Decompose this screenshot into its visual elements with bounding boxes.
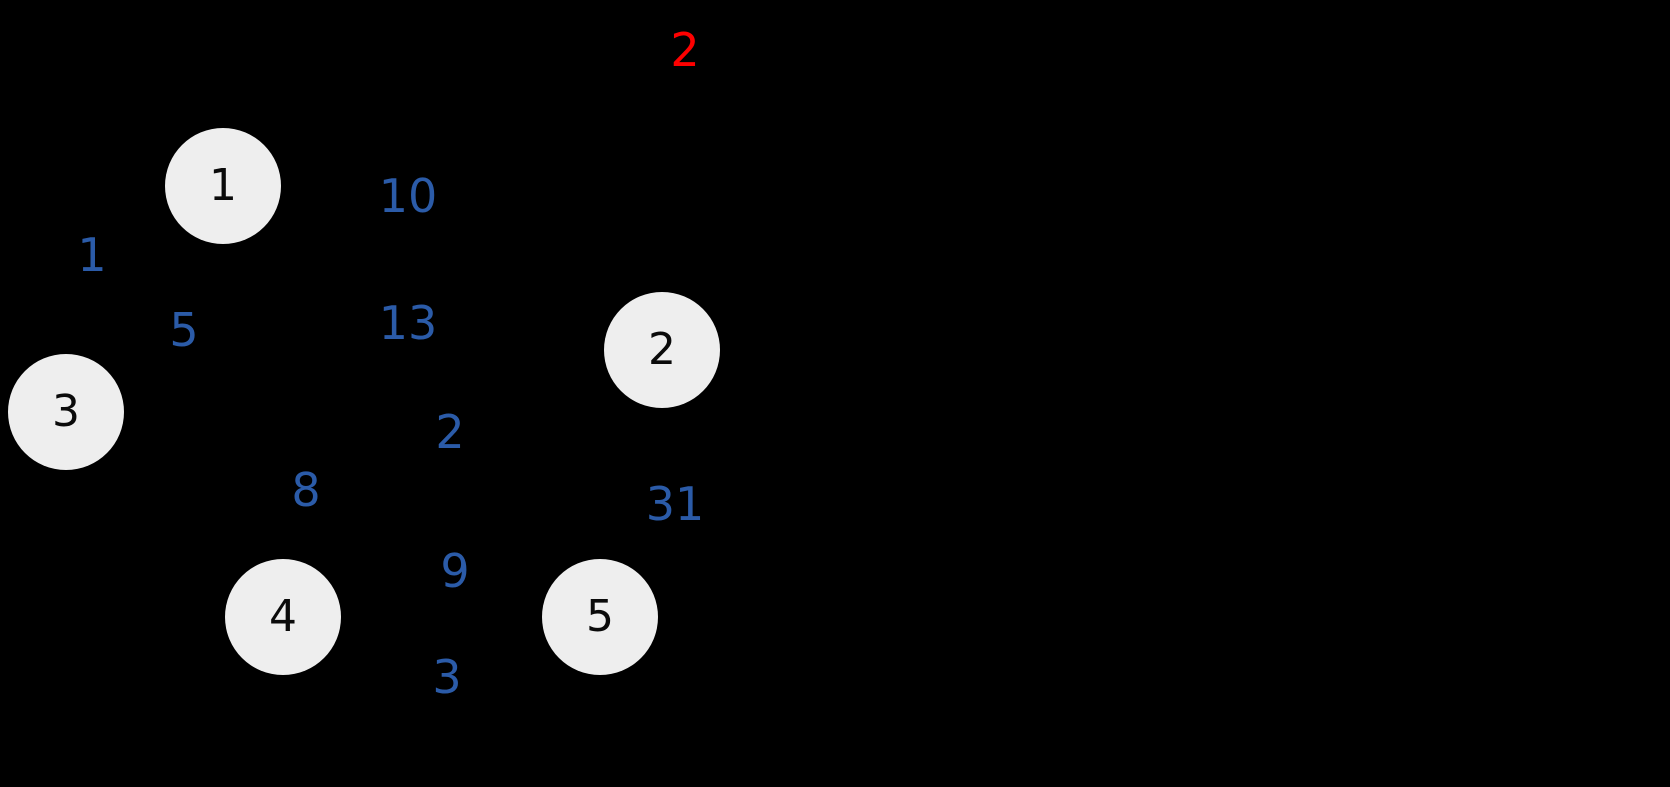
graph-node-label: 5 bbox=[586, 591, 614, 642]
graph-node-3[interactable]: 3 bbox=[8, 354, 124, 470]
edge-weight-label: 13 bbox=[378, 296, 438, 350]
graph-node-label: 1 bbox=[209, 160, 237, 211]
edge-weight-label: 2 bbox=[670, 23, 700, 77]
edge-weight-label: 5 bbox=[169, 303, 199, 357]
edge-weight-label: 1 bbox=[77, 228, 107, 282]
edge-weight-label: 9 bbox=[440, 544, 470, 598]
graph-node-5[interactable]: 5 bbox=[542, 559, 658, 675]
graph-node-1[interactable]: 1 bbox=[165, 128, 281, 244]
graph-node-2[interactable]: 2 bbox=[604, 292, 720, 408]
graph-node-label: 2 bbox=[648, 324, 676, 375]
edge-weight-label: 3 bbox=[432, 650, 462, 704]
graph-node-4[interactable]: 4 bbox=[225, 559, 341, 675]
graph-node-label: 4 bbox=[269, 591, 297, 642]
edge-weight-label: 8 bbox=[291, 463, 321, 517]
graph-edge bbox=[222, 184, 663, 352]
edge-weight-label: 10 bbox=[378, 169, 438, 223]
edge-weight-label: 2 bbox=[435, 405, 465, 459]
graph-node-label: 3 bbox=[52, 386, 80, 437]
edge-weight-label: 31 bbox=[645, 477, 705, 531]
